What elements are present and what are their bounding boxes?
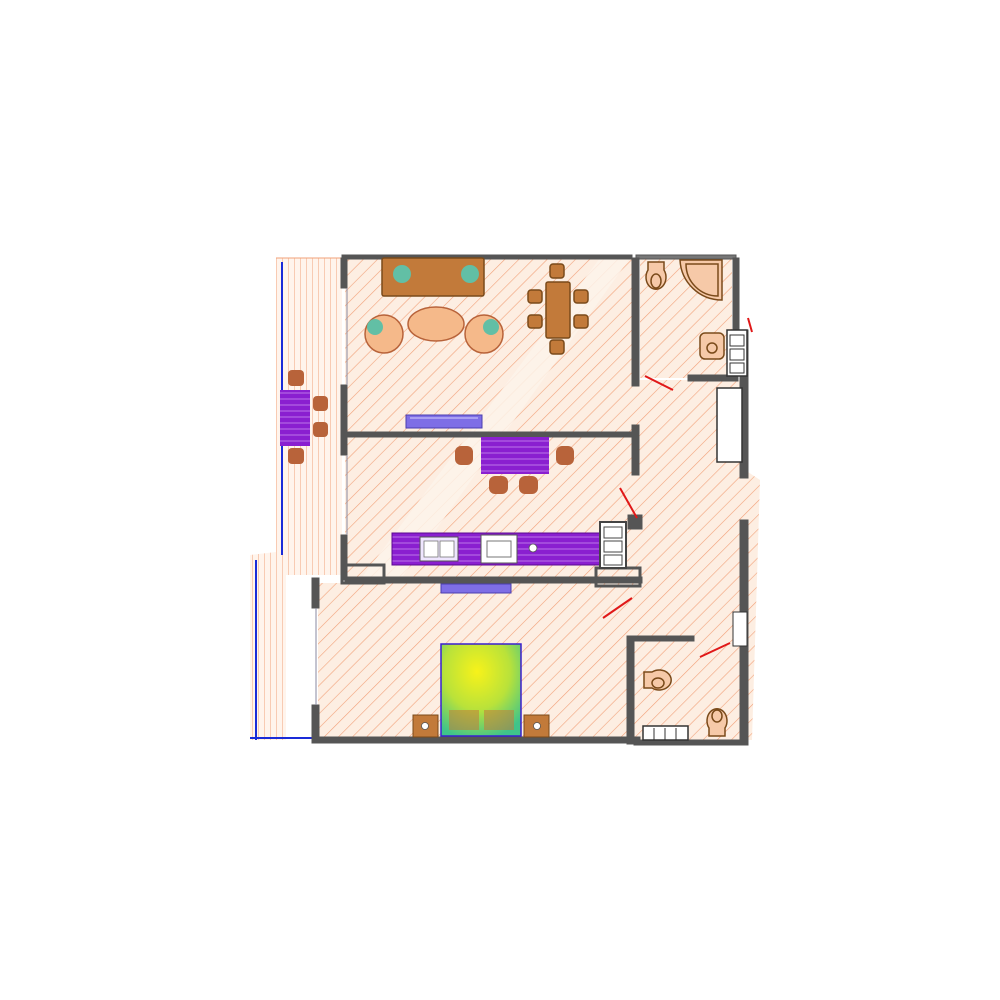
bedroom bbox=[412, 583, 550, 738]
wall-bath-lower-top bbox=[633, 635, 695, 642]
wall-bed-west bbox=[311, 577, 320, 609]
toilet-icon bbox=[645, 261, 667, 290]
wall-west-upper bbox=[340, 257, 348, 289]
pillow-left bbox=[449, 710, 479, 730]
wall-hall-corner bbox=[627, 514, 643, 530]
toilet-icon bbox=[643, 669, 672, 691]
chair bbox=[549, 263, 565, 279]
bedroom-tv-console bbox=[440, 583, 512, 594]
chair bbox=[549, 339, 565, 355]
armchair-right-cushion bbox=[483, 319, 499, 335]
kitchen-counter bbox=[391, 521, 627, 569]
wall-bath-upper-south bbox=[687, 374, 739, 382]
pillow-right bbox=[484, 710, 514, 730]
armchair-right bbox=[464, 314, 504, 354]
chair bbox=[519, 476, 538, 494]
wall-kitchen-west-box bbox=[340, 563, 386, 585]
chair bbox=[527, 289, 543, 304]
switch-panel bbox=[732, 611, 748, 647]
tv-console bbox=[405, 414, 483, 429]
washer-column bbox=[726, 329, 748, 377]
chair bbox=[455, 446, 473, 465]
window-markers bbox=[315, 288, 348, 705]
balcony-table bbox=[280, 390, 310, 446]
wall-bath-lower-bottom bbox=[633, 739, 747, 746]
armchair-left-cushion bbox=[367, 319, 383, 335]
stove-icon bbox=[480, 534, 518, 564]
sofa-cushion-left bbox=[393, 265, 411, 283]
dining-set-upper bbox=[527, 263, 589, 355]
dining-set-kitchen bbox=[455, 437, 574, 494]
chair bbox=[556, 446, 574, 465]
bathroom-upper bbox=[645, 259, 748, 463]
chair bbox=[313, 422, 328, 437]
wall-east-upper bbox=[732, 257, 740, 334]
chair bbox=[288, 448, 304, 464]
wall-bottom bbox=[317, 736, 641, 744]
lamp-icon bbox=[533, 722, 541, 730]
chair bbox=[313, 396, 328, 411]
wall-west-mid bbox=[340, 384, 348, 456]
chair bbox=[527, 314, 543, 329]
door-swings bbox=[602, 317, 753, 658]
balcony-table-set bbox=[280, 370, 328, 464]
corner-shower bbox=[679, 259, 723, 301]
wall-west-low bbox=[340, 534, 348, 581]
chair bbox=[288, 370, 304, 386]
kitchen-table bbox=[481, 437, 549, 474]
living-room bbox=[364, 257, 504, 429]
wall-top bbox=[341, 254, 633, 260]
wall-living-kitchen bbox=[346, 431, 638, 438]
wardrobe bbox=[716, 387, 743, 463]
wall-kitchen-bed bbox=[344, 576, 643, 584]
coffee-table bbox=[407, 306, 465, 342]
wall-top-right bbox=[635, 254, 737, 260]
lamp-icon bbox=[421, 722, 429, 730]
balcony-floor bbox=[250, 258, 342, 740]
burner-icon bbox=[528, 543, 538, 553]
wall-bath-upper-west bbox=[631, 257, 640, 387]
sofa-cushion-right bbox=[461, 265, 479, 283]
dining-table-upper bbox=[545, 281, 571, 339]
chair bbox=[489, 476, 508, 494]
wall-bath-lower-west bbox=[626, 635, 635, 745]
chair bbox=[573, 314, 589, 329]
sink-icon bbox=[699, 332, 725, 360]
bathroom-lower bbox=[642, 611, 748, 741]
wall-hall-stub bbox=[631, 424, 640, 476]
chair bbox=[573, 289, 589, 304]
